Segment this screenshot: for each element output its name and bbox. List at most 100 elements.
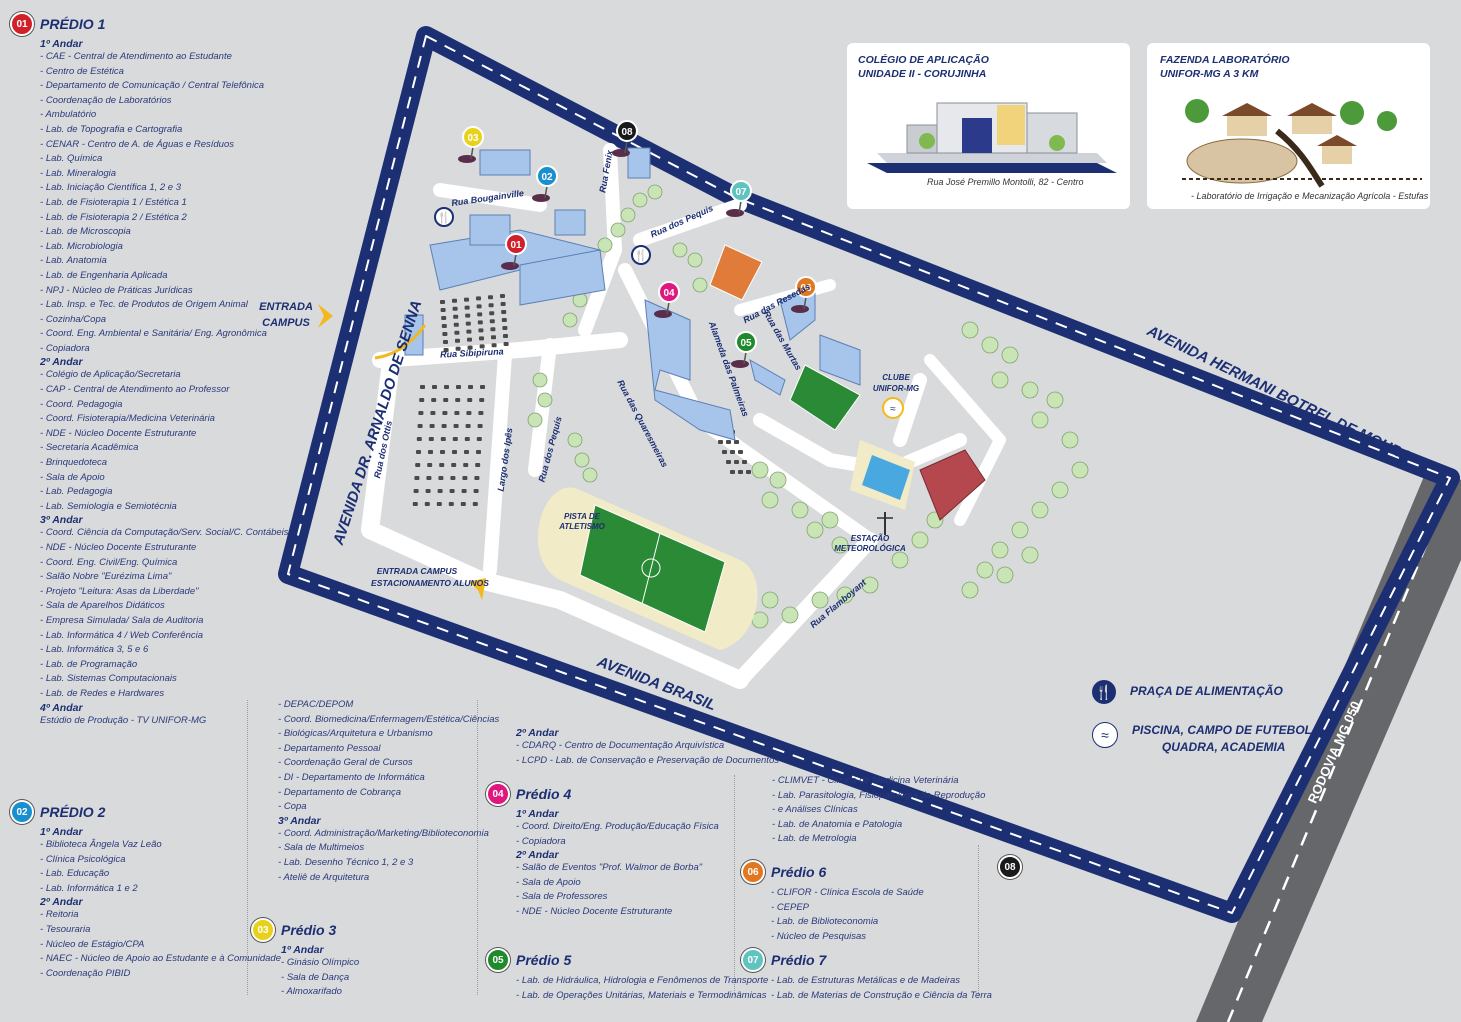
legend-item: Lab. de Hidráulica, Hidrologia e Fenômen…	[516, 974, 768, 989]
parked-car	[442, 332, 448, 336]
legend-item: CENAR - Centro de A. de Águas e Resíduos	[40, 138, 289, 153]
legend-item: Lab. de Biblioteconomia	[771, 915, 924, 930]
fazenda-title-line: FAZENDA LABORATÓRIO	[1160, 54, 1290, 66]
parked-car	[452, 450, 457, 454]
parked-car	[477, 424, 483, 428]
parked-car	[480, 385, 485, 389]
floor-section: 1º AndarCoord. Direito/Eng. Produção/Edu…	[486, 808, 719, 849]
parked-car	[734, 440, 739, 444]
floor-heading: 3º Andar	[40, 514, 83, 527]
legend-item: CLIFOR - Clínica Escola de Saúde	[771, 886, 924, 901]
parked-car	[443, 398, 449, 402]
parking-entrance-label: ENTRADA CAMPUS	[377, 566, 458, 576]
parked-car	[425, 489, 431, 493]
parked-car	[452, 437, 458, 441]
parked-car	[441, 316, 447, 320]
parked-car	[416, 437, 422, 441]
parked-car	[419, 398, 425, 402]
parked-car	[417, 424, 423, 428]
parked-car	[464, 450, 469, 454]
building-title: 08	[998, 855, 1022, 879]
parked-car	[478, 328, 484, 333]
map-pin-08-icon[interactable]: 08	[612, 120, 638, 157]
legend-item: Sala de Dança	[281, 971, 359, 986]
map-pin-04-icon[interactable]: 04	[654, 281, 680, 318]
legend-item: Lab. Mineralogia	[40, 167, 289, 182]
legend-item: Brinquedoteca	[40, 456, 289, 471]
map-pin-03-icon[interactable]: 03	[458, 126, 484, 163]
legend-p5-continued: CLIMVET - Clínica de Medicina Veterinári…	[772, 774, 986, 847]
trees	[527, 184, 1089, 629]
legend-p3-continued: 2º AndarCDARQ - Centro de Documentação A…	[516, 727, 779, 768]
parked-car	[468, 385, 473, 389]
legend-item: Salão Nobre "Eurézima Lima"	[40, 570, 289, 585]
parked-car	[491, 335, 496, 340]
building-name: Prédio 6	[771, 864, 827, 880]
legend-item: Coordenação de Laboratórios	[40, 94, 289, 109]
map-pin-01-icon[interactable]: 01	[501, 233, 527, 270]
map-pin-05-icon[interactable]: 05	[731, 331, 757, 368]
athletics-track	[537, 487, 758, 650]
building-name: Prédio 7	[771, 952, 827, 968]
key-sports-label: PISCINA, CAMPO DE FUTEBOL, QUADRA, ACADE…	[1132, 722, 1315, 756]
legend-item: DI - Departamento de Informática	[278, 771, 499, 786]
map-pin-02-icon[interactable]: 02	[532, 165, 558, 202]
floor-heading: 2º Andar	[40, 896, 83, 909]
parked-car	[448, 502, 454, 506]
parked-car	[726, 440, 731, 444]
parked-car	[443, 348, 449, 352]
parked-car	[464, 437, 470, 441]
parked-car	[420, 385, 425, 389]
parked-car	[455, 398, 461, 402]
legend-item: CDARQ - Centro de Documentação Arquivíst…	[516, 739, 779, 754]
legend-p8: 08	[998, 855, 1022, 881]
parked-car	[451, 463, 457, 467]
legend-item: Lab. de Materias de Construção e Ciência…	[771, 989, 992, 1004]
parked-car	[472, 502, 478, 506]
colegio-title-line: UNIDADE II - CORUJINHA	[858, 68, 987, 80]
building-name: PRÉDIO 1	[40, 16, 106, 32]
floor-section: 3º AndarCoord. Ciência da Computação/Ser…	[10, 514, 289, 701]
legend-item: Coordenação Geral de Cursos	[278, 756, 499, 771]
parked-car	[722, 450, 727, 454]
parked-car	[413, 489, 419, 493]
map-pin-06-icon[interactable]: 06	[791, 276, 817, 313]
parked-car	[501, 318, 507, 322]
legend-item: Coord. Pedagogia	[40, 398, 289, 413]
legend-item: Lab. Sistemas Computacionais	[40, 672, 289, 687]
column-separator	[734, 775, 735, 995]
entrance-arrow-icon	[318, 304, 333, 328]
map-pin-07-icon[interactable]: 07	[726, 180, 752, 217]
parked-car	[476, 437, 482, 441]
svg-text:04: 04	[663, 288, 675, 299]
parked-car	[477, 320, 483, 325]
key-food-label: PRAÇA DE ALIMENTAÇÃO	[1130, 684, 1283, 698]
legend-item: Almoxarifado	[281, 985, 359, 1000]
fork-knife-icon: 🍴	[1092, 680, 1116, 704]
parked-car	[465, 424, 471, 428]
parked-car	[412, 502, 418, 506]
parked-car	[428, 437, 434, 441]
parked-car	[416, 450, 421, 454]
parked-car	[442, 411, 448, 415]
legend-item: Lab. Parasitologia, Fisiopatologia da Re…	[772, 789, 986, 804]
legend-item: Lab. Educação	[40, 867, 281, 882]
floor-heading: 2º Andar	[516, 849, 559, 862]
floor-section: CLIMVET - Clínica de Medicina Veterinári…	[772, 774, 986, 847]
key-sports-line: QUADRA, ACADEMIA	[1161, 740, 1286, 754]
parked-car	[476, 296, 481, 301]
parked-car	[440, 300, 445, 304]
parked-car	[479, 344, 485, 349]
parked-car	[456, 385, 461, 389]
legend-item: Lab. Microbiologia	[40, 240, 289, 255]
floor-section: 3º AndarCoord. Administração/Marketing/B…	[278, 815, 499, 885]
floor-section: Lab. de Estruturas Metálicas e de Madeir…	[741, 974, 992, 1003]
swimmer-icon: ≈	[882, 397, 904, 419]
svg-text:🍴: 🍴	[634, 249, 648, 262]
legend-item: Núcleo de Pesquisas	[771, 930, 924, 945]
legend-item: Colégio de Aplicação/Secretaria	[40, 368, 289, 383]
parked-car	[427, 463, 433, 467]
